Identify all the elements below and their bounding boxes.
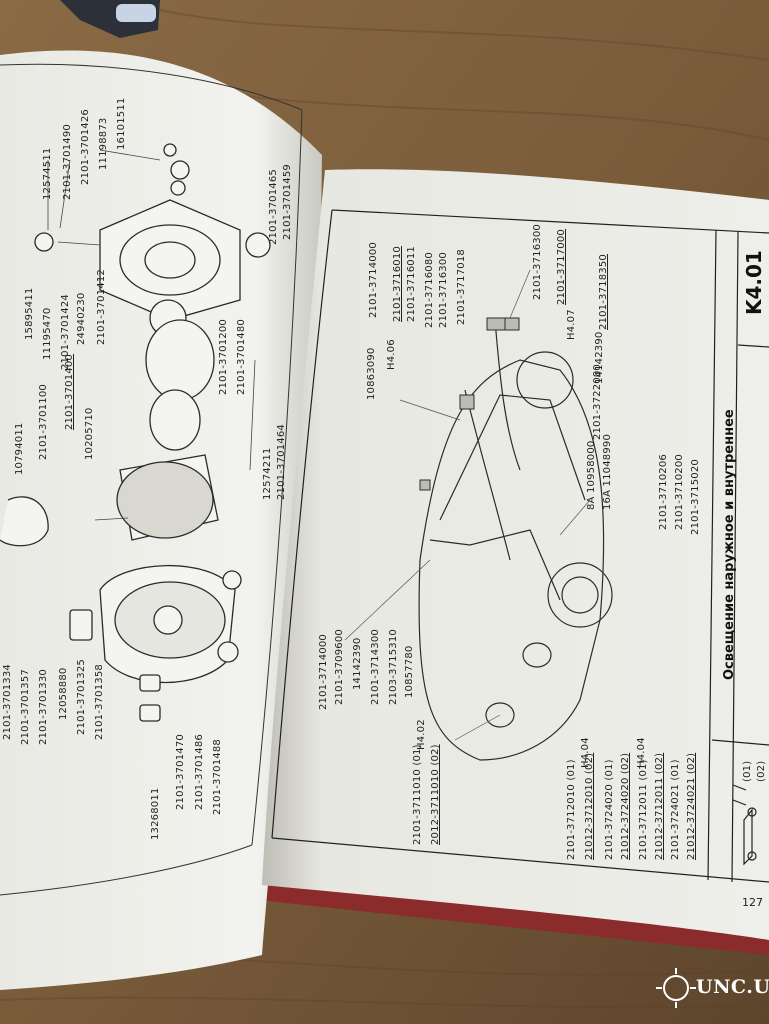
part-label: 21012-3712010 (02) — [584, 752, 595, 860]
part-label: 10857780 — [404, 645, 415, 699]
part-label: 24940230 — [76, 292, 87, 346]
part-label: 2101-3722000 — [592, 364, 603, 440]
part-label: 2101-3701488 — [212, 739, 223, 815]
part-label: 14142390 — [352, 637, 363, 691]
part-label: 2101-3712010 (01) — [566, 759, 577, 860]
part-label: 16A 11048990 — [602, 433, 613, 510]
part-label: 2101-3701470 — [175, 734, 186, 810]
part-label: 2101-3711010 (01) — [412, 744, 423, 845]
part-label: 2101-3714000 — [318, 634, 329, 710]
part-label: 2101-3714300 — [370, 629, 381, 705]
part-label: 11195470 — [42, 307, 53, 361]
part-label: H4.07 — [566, 309, 577, 340]
part-label: 10794011 — [14, 422, 25, 476]
part-label: 2101-3716010 — [392, 246, 403, 322]
part-label: 2012-3711010 (02) — [430, 744, 441, 845]
part-label: 2101-3724020 (01) — [604, 759, 615, 860]
section-title: Освещение наружное и внутреннее — [722, 409, 737, 680]
part-label: 2101-3701400 — [64, 354, 75, 430]
part-label: 2101-3701200 — [218, 319, 229, 395]
part-label: 11198873 — [98, 117, 109, 171]
part-label: 2101-3701412 — [96, 269, 107, 345]
part-label: 2101-3701358 — [94, 664, 105, 740]
part-label: 2101-3701464 — [276, 424, 287, 500]
part-label: 10863090 — [366, 347, 377, 401]
section-code: K4.01 — [742, 250, 766, 315]
part-label: 2101-3701100 — [38, 384, 49, 460]
part-label: 2101-3710206 — [658, 454, 669, 530]
part-label: 2101-3717000 — [556, 229, 567, 305]
part-label: 2101-3701330 — [38, 669, 49, 745]
part-label: 2101-3701490 — [62, 124, 73, 200]
part-label: 2101-3716011 — [406, 246, 417, 322]
page-number: 127 — [742, 896, 763, 909]
part-label: 2101-3724021 (01) — [670, 759, 681, 860]
watermark-text: UNC.UA — [696, 976, 769, 998]
part-label: 13268011 — [150, 787, 161, 841]
part-label: 2101-3716300 — [532, 224, 543, 300]
part-label: 2101-3710200 — [674, 454, 685, 530]
legend-01: (01) — [742, 760, 753, 782]
part-label: 2101-3712011 (01) — [638, 759, 649, 860]
part-label: 2101-3701325 — [76, 659, 87, 735]
part-label: 15895411 — [24, 287, 35, 341]
part-label: 21012-3712011 (02) — [654, 752, 665, 860]
part-label: H4.04 — [580, 737, 591, 768]
part-label: 2101-3716080 — [424, 252, 435, 328]
part-label: 2101-3701459 — [282, 164, 293, 240]
part-label: 2101-3716300 — [438, 252, 449, 328]
part-label: 2101-3718350 — [598, 254, 609, 330]
part-label: 2101-3714000 — [368, 242, 379, 318]
part-label: 2101-3709600 — [334, 629, 345, 705]
part-label: 2103-3715310 — [388, 629, 399, 705]
part-label: 8A 10958000 — [586, 440, 597, 510]
part-label: 12574511 — [42, 147, 53, 201]
part-label: 12574211 — [262, 447, 273, 501]
part-label: 2101-3701426 — [80, 109, 91, 185]
watermark-logo-icon — [656, 968, 696, 1008]
part-label: H4.06 — [386, 339, 397, 370]
part-label: 21012-3724020 (02) — [620, 752, 631, 860]
part-label: 2101-3701334 — [2, 664, 13, 740]
part-label: 21012-3724021 (02) — [686, 752, 697, 860]
part-label: 10205710 — [84, 407, 95, 461]
part-label: 2101-3701357 — [20, 669, 31, 745]
part-label: 2101-3701465 — [268, 169, 279, 245]
right-page — [262, 169, 769, 940]
part-label: 2101-3701480 — [236, 319, 247, 395]
part-label: 2101-3715020 — [690, 459, 701, 535]
part-label: 2101-3717018 — [456, 249, 467, 325]
part-label: 16101511 — [116, 97, 127, 151]
legend-02: (02) — [756, 760, 767, 782]
part-label: 12058880 — [58, 667, 69, 721]
part-label: 2101-3701486 — [194, 734, 205, 810]
